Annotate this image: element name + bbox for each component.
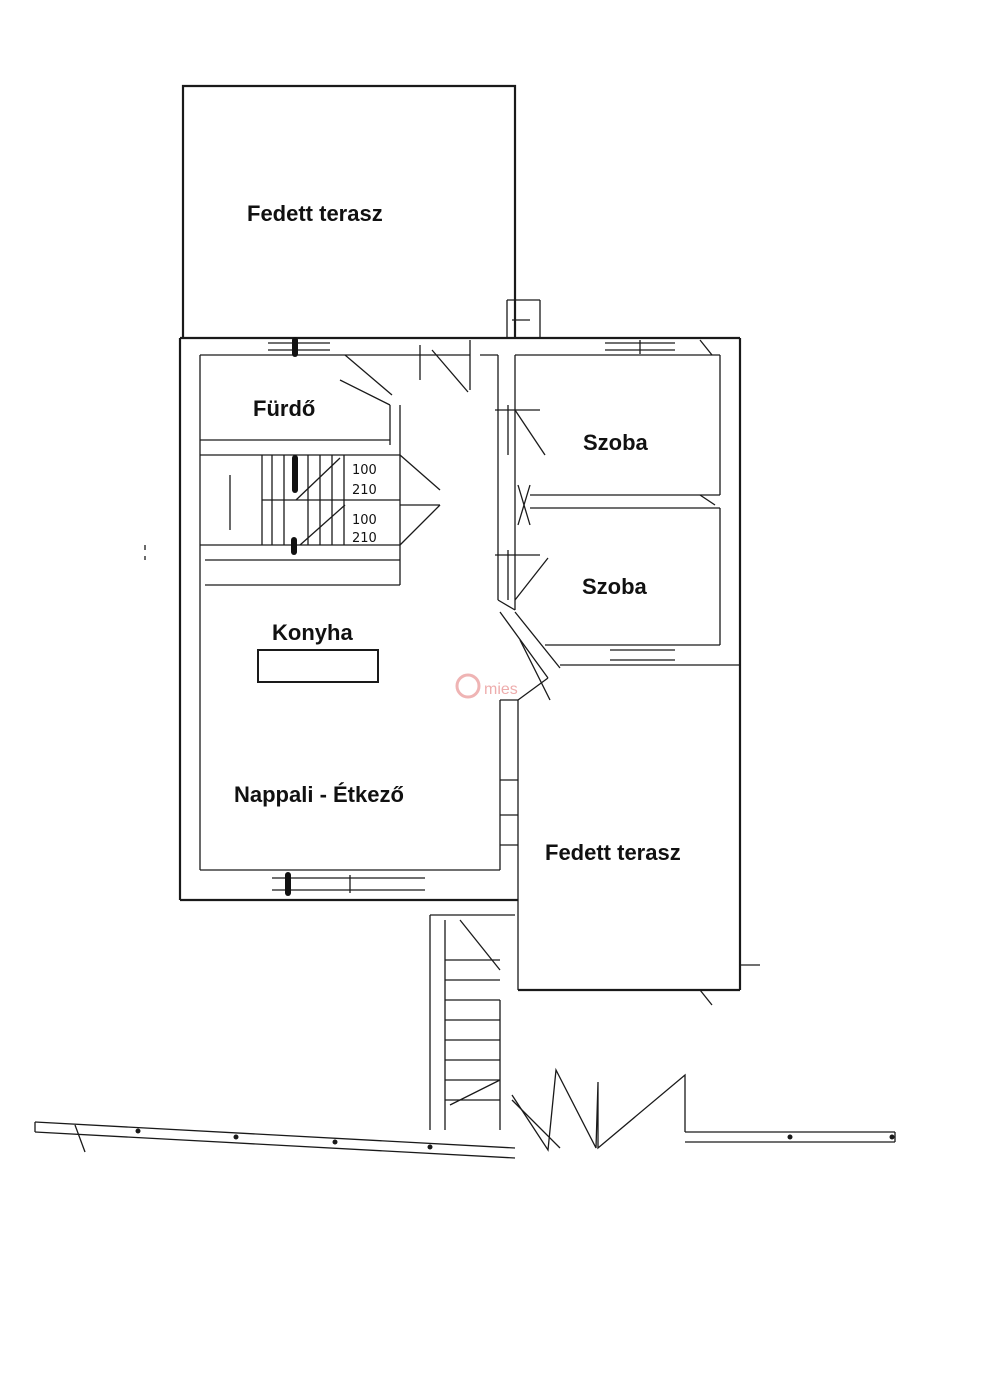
terrace-top-outline <box>181 84 541 338</box>
watermark-text: mies <box>484 681 518 698</box>
terrace-right-outline <box>500 665 760 1006</box>
gate <box>511 1067 686 1152</box>
entry-diagonal <box>499 611 740 900</box>
dim-label-1b: 210 <box>352 483 377 498</box>
label-living-dining: Nappali - Étkező <box>234 782 404 807</box>
label-room-2: Szoba <box>582 574 648 599</box>
windows-bottom <box>272 872 425 896</box>
bedrooms-walls <box>515 339 721 646</box>
dim-label-1a: 100 <box>352 463 377 478</box>
outside-stairs <box>429 914 515 1130</box>
dim-label-2a: 100 <box>352 513 377 528</box>
dim-label-2b: 210 <box>352 531 377 546</box>
house-outer-walls <box>178 336 742 902</box>
label-terrace-top: Fedett terasz <box>247 201 383 226</box>
stair-block <box>200 405 441 586</box>
logo-icon <box>455 673 481 699</box>
label-kitchen: Konyha <box>272 620 353 645</box>
corridor-walls <box>480 354 549 611</box>
bathroom-walls <box>200 340 471 445</box>
label-room-1: Szoba <box>583 430 649 455</box>
dimension-labels: 100 210 100 210 <box>352 463 377 546</box>
label-bathroom: Fürdő <box>253 396 315 421</box>
label-terrace-right: Fedett terasz <box>545 840 681 865</box>
fence <box>34 1121 896 1159</box>
windows-top <box>268 337 675 357</box>
kitchen-counter <box>257 649 379 683</box>
watermark: mies <box>455 673 518 699</box>
